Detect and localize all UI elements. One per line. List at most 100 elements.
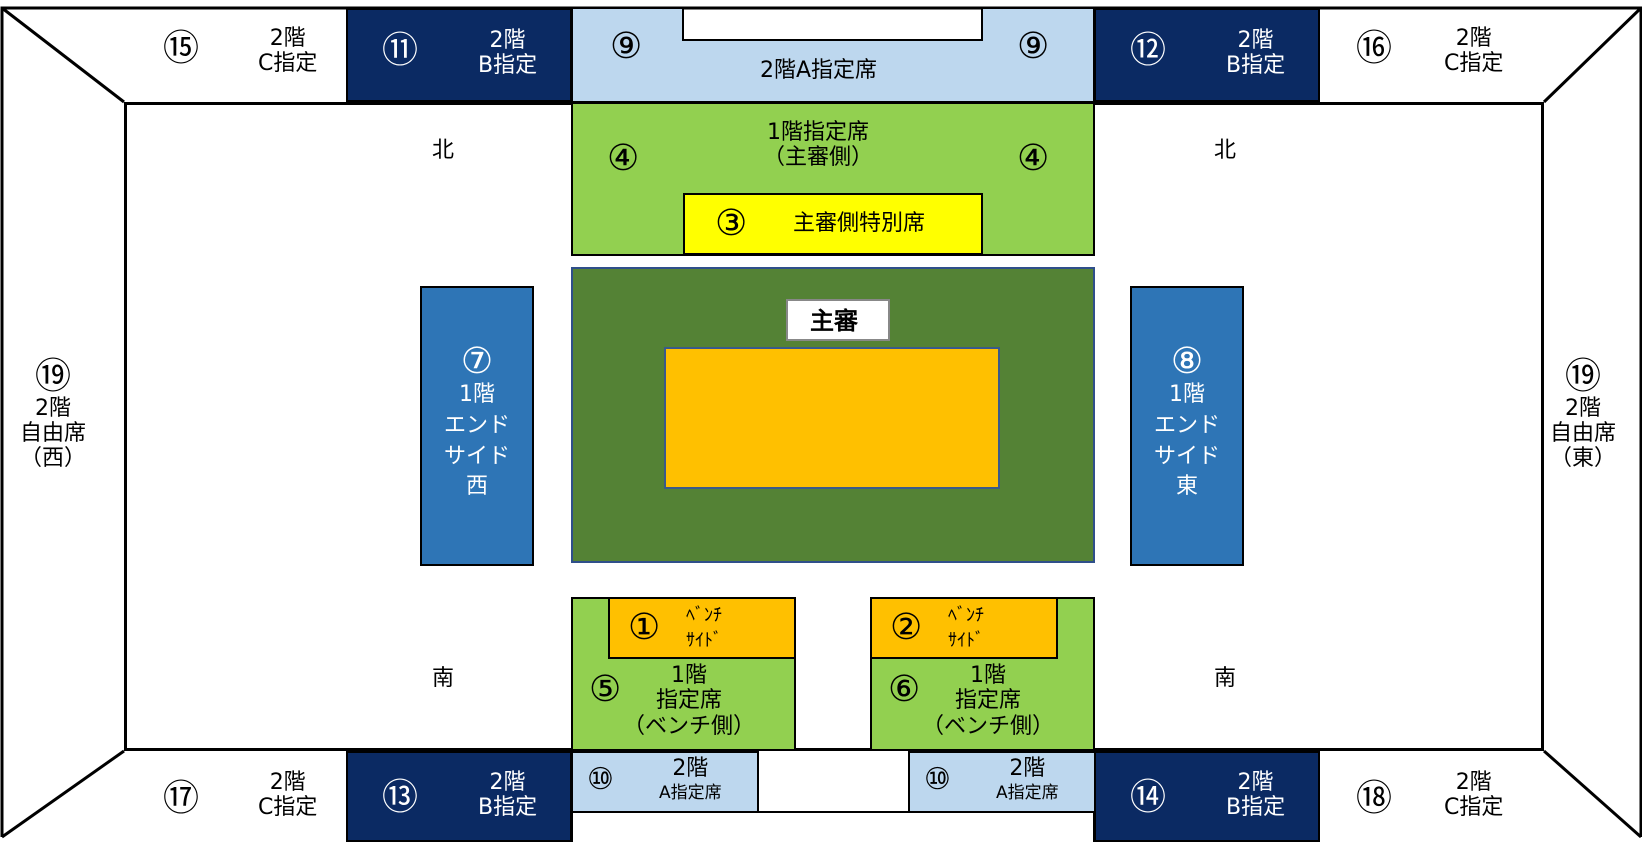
section-1-line2: ｻｲﾄﾞ bbox=[686, 630, 722, 652]
section-16-label: 2階 C指定 bbox=[1444, 26, 1503, 77]
section-19-west-line2: 自由席 bbox=[20, 421, 87, 447]
corner-diagonal-sw bbox=[1, 749, 125, 839]
section-10-right-number: ⑩ bbox=[924, 762, 951, 797]
section-14-label: 2階 B指定 bbox=[1226, 770, 1285, 821]
section-7-line2: エンド bbox=[443, 412, 510, 438]
section-18-line1: 2階 bbox=[1455, 770, 1492, 795]
section-13-line2: B指定 bbox=[478, 795, 538, 821]
section-19-east-line2: 自由席 bbox=[1550, 421, 1617, 447]
section-1[interactable]: ① ﾍﾞﾝﾁ ｻｲﾄﾞ bbox=[608, 597, 796, 659]
section-19-west[interactable]: ⑲ 2階 自由席 （西） bbox=[20, 358, 86, 472]
section-12-line1: 2階 bbox=[1237, 28, 1274, 53]
corner-diagonal-ne bbox=[1542, 6, 1642, 104]
section-3[interactable]: ③ 主審側特別席 bbox=[683, 193, 983, 255]
section-11-label: 2階 B指定 bbox=[478, 28, 537, 79]
section-1-label: ﾍﾞﾝﾁ ｻｲﾄﾞ bbox=[686, 603, 722, 653]
section-6-label: 1階 指定席 （ベンチ側） bbox=[922, 663, 1054, 739]
section-8-number: ⑧ bbox=[1170, 341, 1204, 382]
section-10-right-label: 2階 A指定席 bbox=[996, 755, 1059, 804]
north-label-east: 北 bbox=[1214, 138, 1237, 163]
section-2-number: ② bbox=[890, 607, 923, 648]
section-7-number: ⑦ bbox=[460, 341, 494, 382]
section-10-right[interactable]: ⑩ 2階 A指定席 bbox=[908, 751, 1096, 813]
section-5-line3: （ベンチ側） bbox=[623, 713, 756, 739]
section-17-label: 2階 C指定 bbox=[258, 770, 317, 821]
section-2-label: ﾍﾞﾝﾁ ｻｲﾄﾞ bbox=[948, 603, 984, 653]
section-6-line1: 1階 bbox=[970, 663, 1006, 688]
section-7-line1: 1階 bbox=[459, 382, 495, 407]
section-11[interactable]: ⑪ 2階 B指定 bbox=[346, 8, 572, 102]
section-5-line1: 1階 bbox=[671, 663, 707, 688]
section-12-line2: B指定 bbox=[1226, 53, 1286, 79]
section-12[interactable]: ⑫ 2階 B指定 bbox=[1094, 8, 1320, 102]
section-16-line2: C指定 bbox=[1444, 51, 1504, 77]
section-9-shape bbox=[571, 7, 1095, 103]
section-16-line1: 2階 bbox=[1455, 26, 1492, 51]
section-13-label: 2階 B指定 bbox=[478, 770, 537, 821]
frame-outline bbox=[0, 6, 1642, 837]
section-19-east[interactable]: ⑲ 2階 自由席 （東） bbox=[1550, 358, 1616, 472]
section-7-line3: サイド bbox=[443, 443, 510, 469]
section-3-number: ③ bbox=[715, 203, 748, 244]
section-19-west-number: ⑲ bbox=[35, 356, 72, 397]
section-10-right-line1: 2階 bbox=[1009, 756, 1046, 781]
section-4-label: 1階指定席 （主審側） bbox=[763, 120, 873, 171]
section-17-line2: C指定 bbox=[258, 795, 318, 821]
section-5-label: 1階 指定席 （ベンチ側） bbox=[623, 663, 755, 739]
section-7-line4: 西 bbox=[465, 474, 488, 500]
section-19-east-line1: 2階 bbox=[1565, 395, 1601, 421]
section-6-line2: 指定席 bbox=[955, 688, 1022, 714]
section-11-number: ⑪ bbox=[382, 30, 419, 71]
section-10-left-line1: 2階 bbox=[672, 756, 709, 781]
section-14[interactable]: ⑭ 2階 B指定 bbox=[1094, 751, 1320, 842]
north-label-west: 北 bbox=[432, 138, 455, 163]
section-17-line1: 2階 bbox=[269, 770, 306, 795]
section-5-number: ⑤ bbox=[589, 669, 622, 710]
section-2[interactable]: ② ﾍﾞﾝﾁ ｻｲﾄﾞ bbox=[870, 597, 1058, 659]
section-15-line2: C指定 bbox=[258, 51, 318, 77]
section-4-line2: （主審側） bbox=[763, 145, 874, 171]
section-9-left-number: ⑨ bbox=[610, 26, 643, 67]
referee-label: 主審 bbox=[810, 306, 858, 335]
section-10-left-number: ⑩ bbox=[587, 762, 614, 797]
section-19-east-line3: （東） bbox=[1550, 446, 1617, 472]
corner-diagonal-nw bbox=[1, 6, 125, 104]
section-1-number: ① bbox=[628, 607, 661, 648]
section-12-label: 2階 B指定 bbox=[1226, 28, 1285, 79]
south-label-east: 南 bbox=[1214, 666, 1237, 691]
section-2-line2: ｻｲﾄﾞ bbox=[948, 630, 984, 652]
section-9-right-number: ⑨ bbox=[1017, 26, 1050, 67]
section-4-line1: 1階指定席 bbox=[767, 120, 869, 145]
section-3-label: 主審側特別席 bbox=[793, 211, 926, 236]
court-floor bbox=[664, 347, 1000, 489]
section-11-line2: B指定 bbox=[478, 53, 538, 79]
bottom-center-gap bbox=[571, 811, 1095, 842]
section-8[interactable]: ⑧ 1階 エンド サイド 東 bbox=[1130, 286, 1244, 566]
section-13-number: ⑬ bbox=[382, 777, 419, 818]
section-18-number: ⑱ bbox=[1356, 778, 1393, 819]
section-8-line2: エンド bbox=[1153, 412, 1220, 438]
section-19-east-number: ⑲ bbox=[1565, 356, 1602, 397]
section-13[interactable]: ⑬ 2階 B指定 bbox=[346, 751, 572, 842]
section-17-number: ⑰ bbox=[163, 778, 200, 819]
section-10-left-line2: A指定席 bbox=[659, 782, 722, 803]
section-15-line1: 2階 bbox=[269, 26, 306, 51]
section-6-line3: （ベンチ側） bbox=[922, 713, 1055, 739]
section-18-line2: C指定 bbox=[1444, 795, 1504, 821]
section-10-right-line2: A指定席 bbox=[996, 782, 1059, 803]
section-19-west-line1: 2階 bbox=[35, 395, 71, 421]
section-11-line1: 2階 bbox=[489, 28, 526, 53]
section-18-label: 2階 C指定 bbox=[1444, 770, 1503, 821]
section-10-left[interactable]: ⑩ 2階 A指定席 bbox=[571, 751, 759, 813]
section-8-line3: サイド bbox=[1153, 443, 1220, 469]
section-5-line2: 指定席 bbox=[656, 688, 723, 714]
section-6-number: ⑥ bbox=[888, 669, 921, 710]
section-4-right-number: ④ bbox=[1017, 138, 1050, 179]
section-7[interactable]: ⑦ 1階 エンド サイド 西 bbox=[420, 286, 534, 566]
section-2-line1: ﾍﾞﾝﾁ bbox=[948, 605, 984, 626]
section-15-number: ⑮ bbox=[163, 28, 200, 69]
section-13-line1: 2階 bbox=[489, 770, 526, 795]
court-area: 主審 bbox=[571, 267, 1095, 563]
section-16-number: ⑯ bbox=[1356, 28, 1393, 69]
